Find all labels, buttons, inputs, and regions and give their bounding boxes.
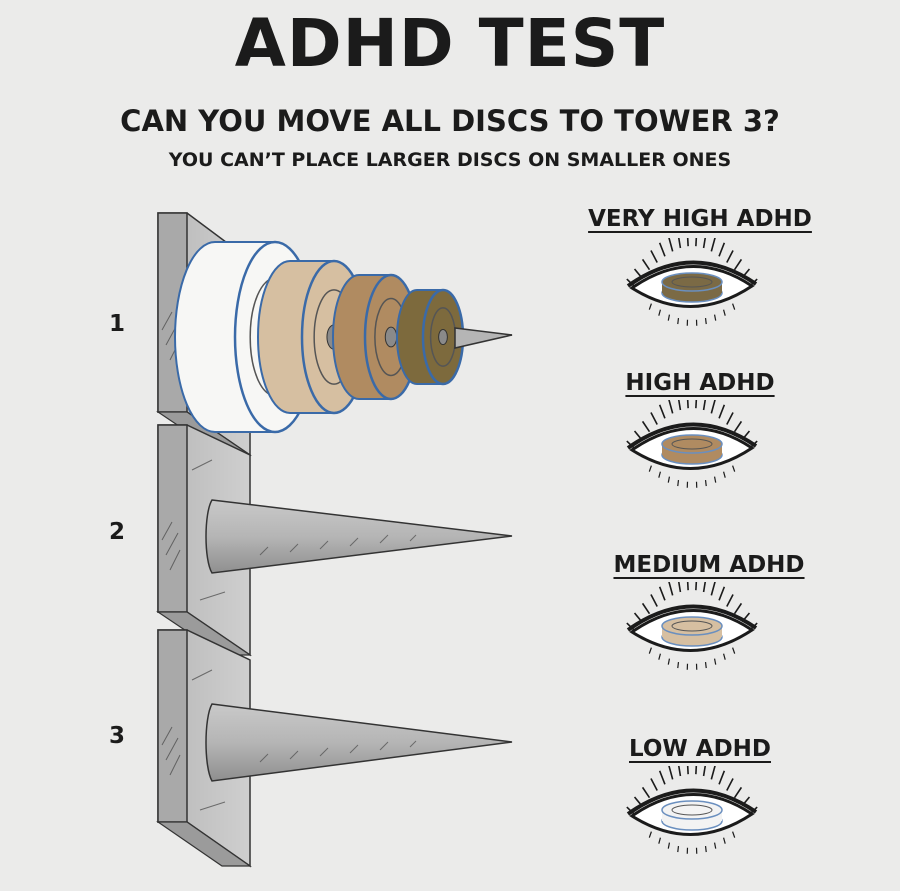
level-low-label: LOW ADHD (629, 736, 771, 762)
rule-text: YOU CAN’T PLACE LARGER DISCS ON SMALLER … (168, 149, 732, 171)
disc-brown[interactable] (396, 288, 465, 386)
eye-very-high-icon (626, 238, 758, 326)
tower-2-label: 2 (108, 519, 125, 545)
tower-3-label: 3 (108, 723, 125, 749)
tower-2[interactable] (156, 424, 513, 657)
question-text: CAN YOU MOVE ALL DISCS TO TOWER 3? (120, 104, 780, 138)
peg-3 (205, 703, 513, 782)
peg-1-tip (454, 327, 513, 349)
tower-1-label: 1 (108, 311, 125, 337)
level-high-label: HIGH ADHD (625, 370, 775, 396)
eye-high-icon (626, 400, 758, 488)
tower-3[interactable] (156, 629, 513, 868)
level-very-high-label: VERY HIGH ADHD (588, 206, 812, 232)
level-medium-label: MEDIUM ADHD (613, 552, 805, 578)
discs-layer (174, 240, 513, 434)
eye-medium-icon (626, 582, 758, 670)
peg-2 (205, 499, 513, 574)
eye-low-icon (626, 766, 758, 854)
page-title: ADHD TEST (234, 5, 666, 82)
